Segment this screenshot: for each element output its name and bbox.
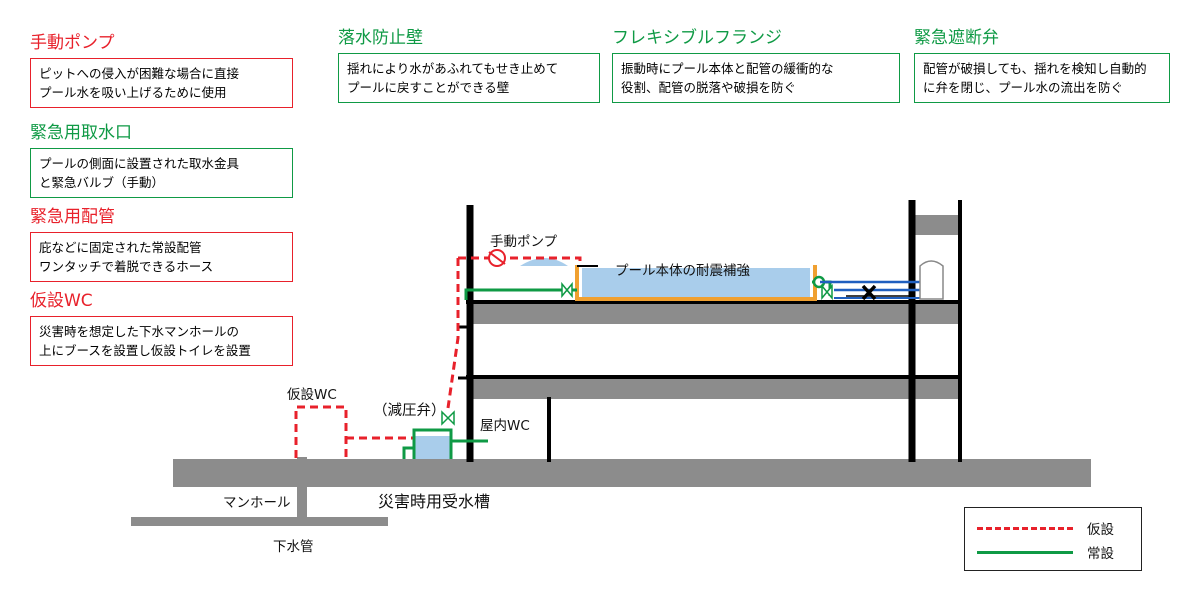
manual-pump-icon-bar bbox=[488, 251, 506, 265]
callout-line: プールの側面に設置された取水金具 bbox=[39, 156, 240, 171]
callout-box: ピットへの侵入が困難な場合に直接 プール水を吸い上げるために使用 bbox=[30, 58, 293, 108]
legend-row-permanent: 常設 bbox=[977, 542, 1114, 562]
callout-line: に弁を閉じ、プール水の流出を防ぐ bbox=[923, 80, 1124, 95]
rooftop-slab bbox=[914, 215, 962, 235]
intake-valve-icon bbox=[561, 281, 573, 299]
callout-title: 緊急用配管 bbox=[30, 207, 115, 227]
legend: 仮設 常設 bbox=[964, 507, 1142, 571]
callout-flex-flange: フレキシブルフランジ 振動時にプール本体と配管の緩衝的な 役割、配管の脱落や破損… bbox=[612, 27, 900, 103]
callout-line: 配管が破損しても、揺れを検知し自動的 bbox=[923, 61, 1147, 76]
callout-box: 揺れにより水があふれてもせき止めて プールに戻すことができる壁 bbox=[338, 53, 600, 103]
pump-label: 手動ポンプ bbox=[490, 234, 558, 250]
sewer-label: 下水管 bbox=[273, 539, 314, 555]
callout-box: 庇などに固定された常設配管 ワンタッチで着脱できるホース bbox=[30, 232, 293, 282]
tank-label: 災害時用受水槽 bbox=[378, 492, 491, 511]
legend-swatch-temporary bbox=[977, 526, 1073, 530]
callout-emergency-valve: 緊急遮断弁 配管が破損しても、揺れを検知し自動的 に弁を閉じ、プール水の流出を防… bbox=[914, 27, 1170, 103]
legend-row-temporary: 仮設 bbox=[977, 518, 1114, 538]
roof-water-tank bbox=[919, 260, 944, 300]
callout-line: 振動時にプール本体と配管の緩衝的な bbox=[621, 61, 834, 76]
broken-pipe-x-icon bbox=[861, 284, 877, 301]
pressure-valve-label: （減圧弁） bbox=[373, 403, 446, 419]
callout-box: 災害時を想定した下水マンホールの 上にブースを設置し仮設トイレを設置 bbox=[30, 316, 293, 366]
callout-line: プール水を吸い上げるために使用 bbox=[39, 85, 227, 100]
callout-line: プールに戻すことができる壁 bbox=[347, 80, 510, 95]
callout-line: ピットへの侵入が困難な場合に直接 bbox=[39, 66, 240, 81]
indoor-wc-label: 屋内WC bbox=[480, 418, 530, 434]
callout-title: フレキシブルフランジ bbox=[612, 28, 782, 48]
callout-line: ワンタッチで着脱できるホース bbox=[39, 259, 214, 274]
callout-title: 落水防止壁 bbox=[338, 28, 423, 48]
callout-temp-wc: 仮設WC 災害時を想定した下水マンホールの 上にブースを設置し仮設トイレを設置 bbox=[30, 290, 293, 366]
manhole-label: マンホール bbox=[223, 495, 291, 511]
callout-emergency-intake: 緊急用取水口 プールの側面に設置された取水金具 と緊急バルブ（手動） bbox=[30, 122, 293, 198]
callout-line: 上にブースを設置し仮設トイレを設置 bbox=[39, 343, 251, 358]
legend-label: 常設 bbox=[1087, 546, 1114, 562]
pool-label: プール本体の耐震補強 bbox=[615, 263, 750, 279]
callout-box: 配管が破損しても、揺れを検知し自動的 に弁を閉じ、プール水の流出を防ぐ bbox=[914, 53, 1170, 103]
callout-manual-pump: 手動ポンプ ピットへの侵入が困難な場合に直接 プール水を吸い上げるために使用 bbox=[30, 32, 293, 108]
temp-wc-booth bbox=[294, 405, 348, 458]
callout-line: 揺れにより水があふれてもせき止めて bbox=[347, 61, 559, 76]
callout-emergency-piping: 緊急用配管 庇などに固定された常設配管 ワンタッチで着脱できるホース bbox=[30, 206, 293, 282]
callout-line: 役割、配管の脱落や破損を防ぐ bbox=[621, 80, 797, 95]
callout-line: 災害時を想定した下水マンホールの bbox=[39, 324, 240, 339]
callout-title: 緊急用取水口 bbox=[30, 123, 132, 143]
manhole-shaft bbox=[297, 457, 307, 519]
callout-splash-wall: 落水防止壁 揺れにより水があふれてもせき止めて プールに戻すことができる壁 bbox=[338, 27, 600, 103]
callout-line: と緊急バルブ（手動） bbox=[39, 175, 165, 190]
pressure-valve-icon bbox=[441, 410, 455, 426]
callout-title: 緊急遮断弁 bbox=[914, 28, 999, 48]
legend-swatch-permanent bbox=[977, 550, 1073, 554]
receiving-tank-water bbox=[414, 436, 451, 459]
pool-water bbox=[582, 268, 810, 297]
ground-slab bbox=[173, 459, 1091, 487]
floor-slab-middle bbox=[470, 377, 962, 399]
temp-wc-label: 仮設WC bbox=[287, 387, 337, 403]
callout-title: 仮設WC bbox=[30, 291, 93, 311]
receiving-tank-frame bbox=[402, 428, 453, 459]
legend-label: 仮設 bbox=[1087, 522, 1114, 538]
floor-slab-upper bbox=[470, 302, 962, 324]
water-splash bbox=[520, 258, 568, 266]
callout-box: プールの側面に設置された取水金具 と緊急バルブ（手動） bbox=[30, 148, 293, 198]
callout-box: 振動時にプール本体と配管の緩衝的な 役割、配管の脱落や破損を防ぐ bbox=[612, 53, 900, 103]
callout-title: 手動ポンプ bbox=[30, 33, 115, 53]
callout-line: 庇などに固定された常設配管 bbox=[39, 240, 202, 255]
intake-pipe bbox=[464, 288, 577, 300]
temp-hose-drop bbox=[446, 258, 460, 409]
sewer-pipe bbox=[131, 517, 388, 526]
shutoff-valve-icon bbox=[821, 283, 833, 301]
